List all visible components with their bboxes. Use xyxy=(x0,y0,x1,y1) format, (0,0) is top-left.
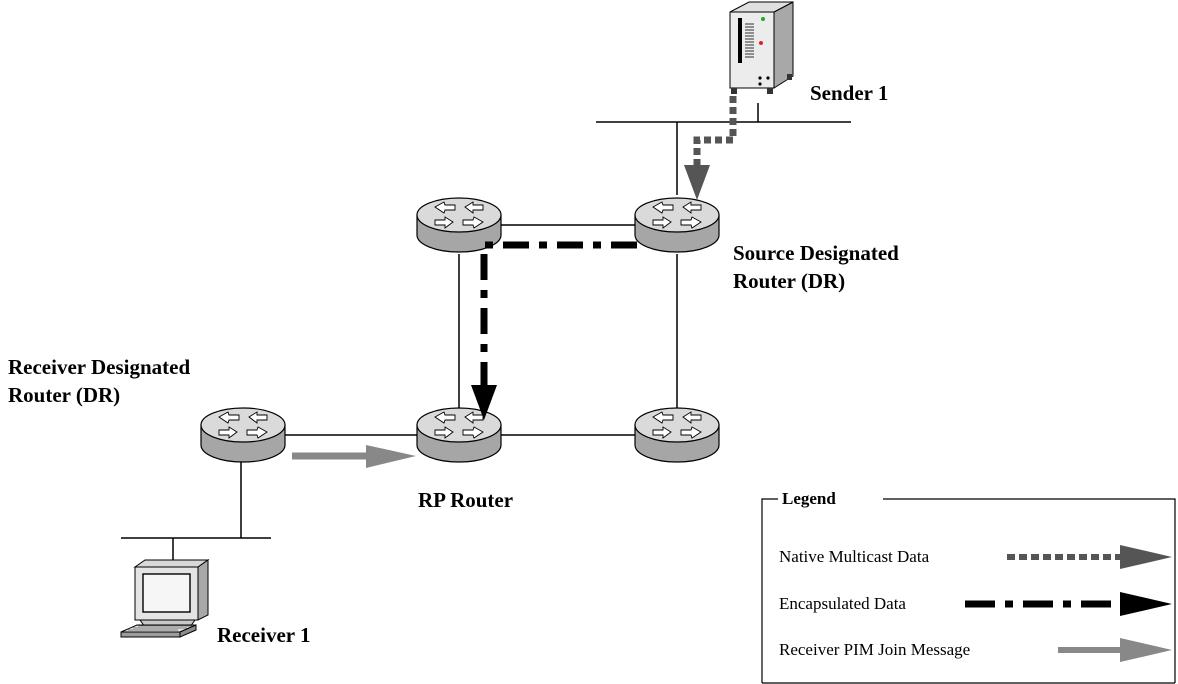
server-icon xyxy=(729,1,794,94)
network-links xyxy=(121,103,851,563)
encapsulated-data-path xyxy=(471,241,637,420)
source-dr-label-line1: Source Designated xyxy=(733,241,899,265)
sender-label: Sender 1 xyxy=(810,81,889,105)
legend-native-label: Native Multicast Data xyxy=(779,547,930,566)
receiver-dr-label-line1: Receiver Designated xyxy=(8,355,191,379)
pim-join-path xyxy=(292,445,416,468)
native-multicast-path xyxy=(684,96,737,200)
receiver-dr-label-line2: Router (DR) xyxy=(8,383,121,407)
router-icon xyxy=(416,407,502,463)
rp-router-label: RP Router xyxy=(418,488,514,512)
workstation-icon xyxy=(120,559,210,638)
router-icon xyxy=(200,407,286,463)
legend-pim-label: Receiver PIM Join Message xyxy=(779,640,971,659)
source-dr-label-line2: Router (DR) xyxy=(733,269,846,293)
legend-title: Legend xyxy=(778,489,840,509)
receiver-label: Receiver 1 xyxy=(217,623,311,647)
legend-encapsulated-label: Encapsulated Data xyxy=(779,594,906,613)
router-icon xyxy=(634,197,720,253)
legend-box xyxy=(761,498,1176,684)
router-icon xyxy=(634,407,720,463)
